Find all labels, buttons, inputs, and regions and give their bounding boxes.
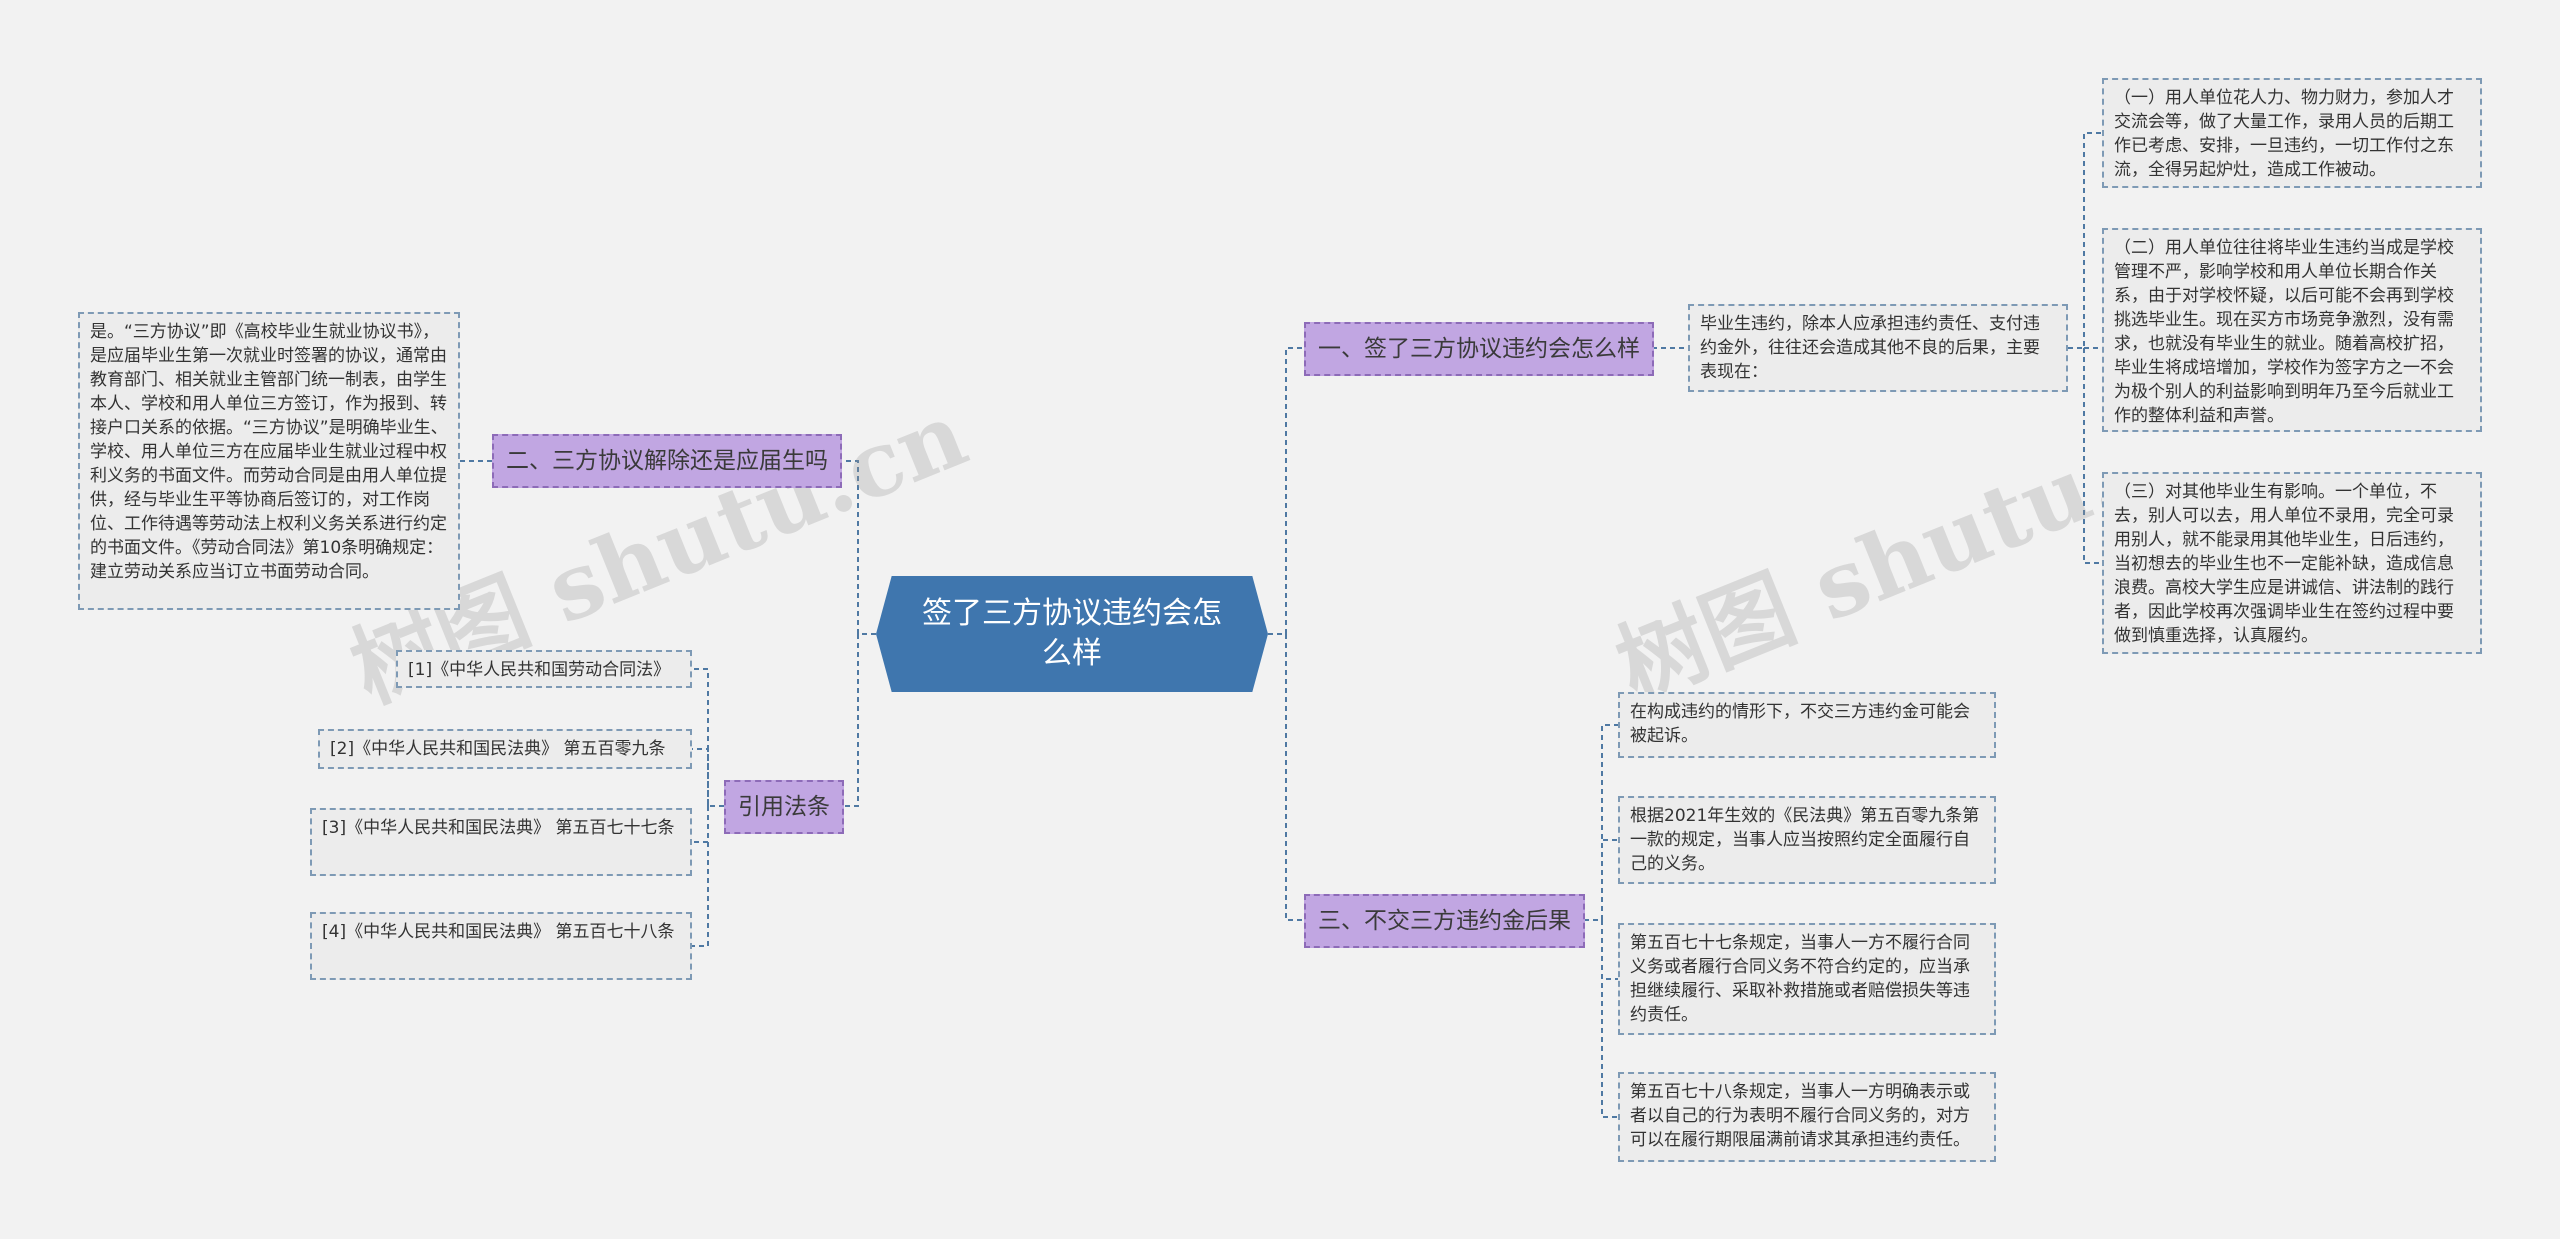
leaf-b4-item-2[interactable]: [2]《中华人民共和国民法典》 第五百零九条 [318, 729, 692, 769]
leaf-b1-item-2[interactable]: （二）用人单位往往将毕业生违约当成是学校管理不严，影响学校和用人单位长期合作关系… [2102, 228, 2482, 432]
leaf-b1-intro[interactable]: 毕业生违约，除本人应承担违约责任、支付违约金外，往往还会造成其他不良的后果，主要… [1688, 304, 2068, 392]
branch-graduate-status[interactable]: 二、三方协议解除还是应届生吗 [492, 434, 842, 488]
leaf-text: [2]《中华人民共和国民法典》 第五百零九条 [330, 739, 666, 759]
leaf-b3-item-1[interactable]: 在构成违约的情形下，不交三方违约金可能会被起诉。 [1618, 692, 1996, 758]
leaf-text: 第五百七十八条规定，当事人一方明确表示或者以自己的行为表明不履行合同义务的，对方… [1630, 1082, 1970, 1150]
leaf-b3-item-3[interactable]: 第五百七十七条规定，当事人一方不履行合同义务或者履行合同义务不符合约定的，应当承… [1618, 923, 1996, 1035]
leaf-text: 毕业生违约，除本人应承担违约责任、支付违约金外，往往还会造成其他不良的后果，主要… [1700, 314, 2040, 382]
leaf-b3-item-4[interactable]: 第五百七十八条规定，当事人一方明确表示或者以自己的行为表明不履行合同义务的，对方… [1618, 1072, 1996, 1162]
leaf-text: 在构成违约的情形下，不交三方违约金可能会被起诉。 [1630, 702, 1970, 746]
branch-penalty-consequences[interactable]: 三、不交三方违约金后果 [1304, 894, 1585, 948]
root-topic-label: 签了三方协议违约会怎么样 [922, 596, 1222, 671]
leaf-text: 是。“三方协议”即《高校毕业生就业协议书》，是应届毕业生第一次就业时签署的协议，… [90, 322, 448, 582]
branch-cited-laws[interactable]: 引用法条 [724, 780, 844, 834]
leaf-text: 第五百七十七条规定，当事人一方不履行合同义务或者履行合同义务不符合约定的，应当承… [1630, 933, 1970, 1025]
leaf-text: [1]《中华人民共和国劳动合同法》 [408, 660, 671, 680]
branch-label: 引用法条 [738, 794, 830, 820]
leaf-text: （二）用人单位往往将毕业生违约当成是学校管理不严，影响学校和用人单位长期合作关系… [2114, 238, 2454, 426]
branch-label: 二、三方协议解除还是应届生吗 [506, 448, 828, 474]
branch-label: 一、签了三方协议违约会怎么样 [1318, 336, 1640, 362]
branch-violation-consequences[interactable]: 一、签了三方协议违约会怎么样 [1304, 322, 1654, 376]
leaf-text: （一）用人单位花人力、物力财力，参加人才交流会等，做了大量工作，录用人员的后期工… [2114, 88, 2454, 180]
leaf-b3-item-2[interactable]: 根据2021年生效的《民法典》第五百零九条第一款的规定，当事人应当按照约定全面履… [1618, 796, 1996, 884]
leaf-text: [4]《中华人民共和国民法典》 第五百七十八条 [322, 922, 675, 942]
leaf-text: [3]《中华人民共和国民法典》 第五百七十七条 [322, 818, 675, 838]
leaf-b4-item-4[interactable]: [4]《中华人民共和国民法典》 第五百七十八条 [310, 912, 692, 980]
leaf-text: （三）对其他毕业生有影响。一个单位，不去，别人可以去，用人单位不录用，完全可录用… [2114, 482, 2454, 646]
leaf-b4-item-3[interactable]: [3]《中华人民共和国民法典》 第五百七十七条 [310, 808, 692, 876]
leaf-text: 根据2021年生效的《民法典》第五百零九条第一款的规定，当事人应当按照约定全面履… [1630, 806, 1980, 874]
root-topic[interactable]: 签了三方协议违约会怎么样 [876, 576, 1268, 692]
leaf-b2-text[interactable]: 是。“三方协议”即《高校毕业生就业协议书》，是应届毕业生第一次就业时签署的协议，… [78, 312, 460, 610]
branch-label: 三、不交三方违约金后果 [1318, 908, 1571, 934]
leaf-b1-item-3[interactable]: （三）对其他毕业生有影响。一个单位，不去，别人可以去，用人单位不录用，完全可录用… [2102, 472, 2482, 654]
leaf-b4-item-1[interactable]: [1]《中华人民共和国劳动合同法》 [396, 650, 692, 688]
leaf-b1-item-1[interactable]: （一）用人单位花人力、物力财力，参加人才交流会等，做了大量工作，录用人员的后期工… [2102, 78, 2482, 188]
